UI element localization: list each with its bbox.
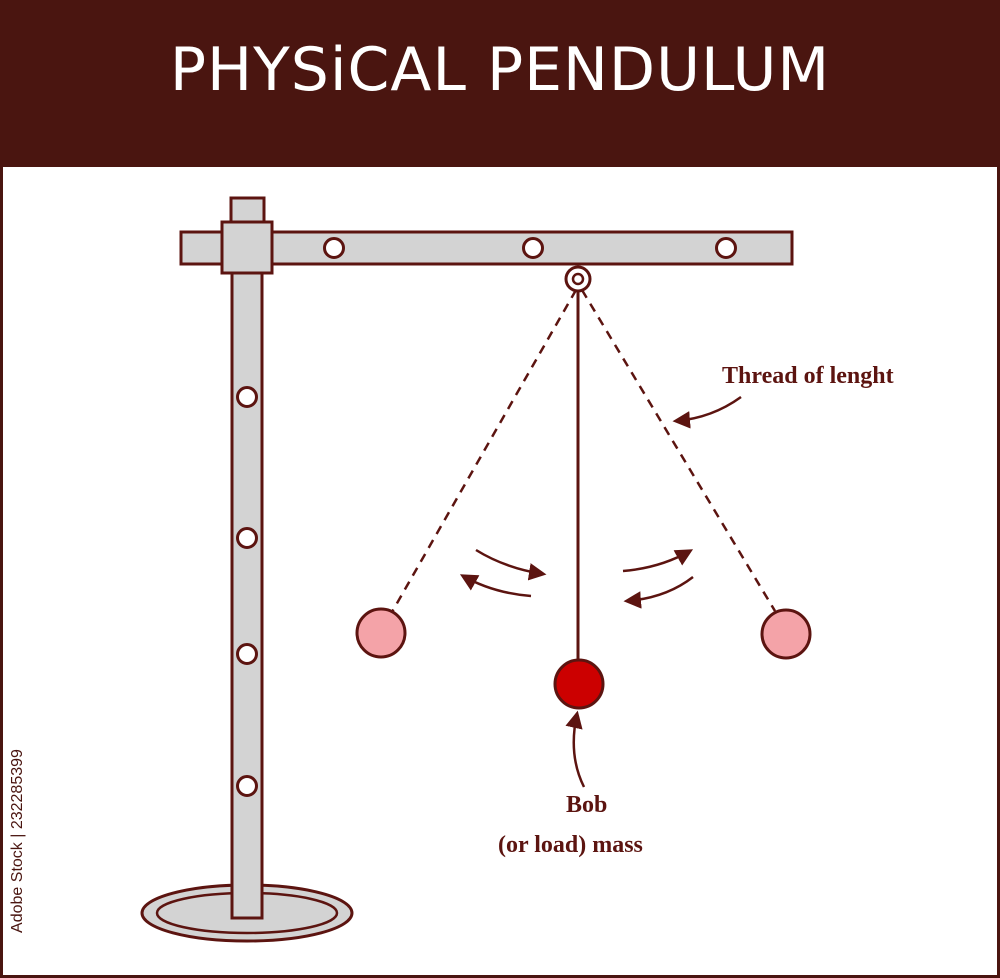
pole-hole-2 <box>236 527 258 549</box>
arm-hole-1 <box>323 237 345 259</box>
swing-arrow-right-upper <box>622 549 694 573</box>
pole-hole-3 <box>236 643 258 665</box>
page-title: PHYSiCAL PENDULUM <box>169 35 831 105</box>
bob-ghost-left <box>355 607 407 659</box>
bob-main <box>553 658 605 710</box>
swing-arrow-right-lower <box>623 576 694 609</box>
bob-label-line2: (or load) mass <box>498 832 643 858</box>
pole-hole-1 <box>236 386 258 408</box>
title-banner <box>0 0 1000 167</box>
thread-label-pointer <box>672 395 742 429</box>
stand-arm <box>179 230 794 266</box>
swing-arrow-left-upper <box>475 548 547 581</box>
thread-left-dashed <box>390 289 578 613</box>
watermark-text: Adobe Stock | 232285399 <box>9 749 26 933</box>
pole-hole-4 <box>236 775 258 797</box>
arm-hole-3 <box>715 237 737 259</box>
clamp-top <box>229 196 266 225</box>
bob-label-pointer <box>565 710 586 788</box>
bob-label-line1: Bob <box>566 792 608 818</box>
thread-length-label: Thread of lenght <box>722 363 894 389</box>
pivot-center <box>571 272 585 286</box>
thread-right-dashed <box>580 289 777 612</box>
arm-hole-2 <box>522 237 544 259</box>
stock-watermark: Adobe Stock | 232285399 <box>8 742 28 942</box>
clamp-block <box>220 220 274 275</box>
stand-pole <box>230 268 264 920</box>
bob-ghost-right <box>760 608 812 660</box>
swing-arrow-left-lower <box>459 574 532 598</box>
